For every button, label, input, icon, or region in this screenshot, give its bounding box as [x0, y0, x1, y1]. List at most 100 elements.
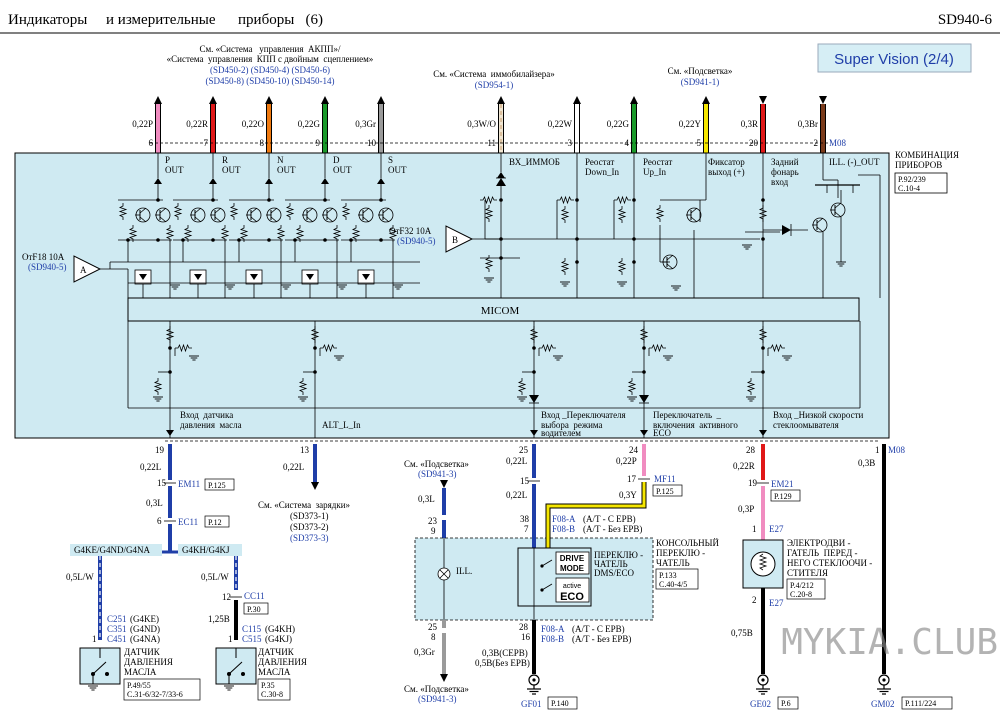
connector-cc11[interactable]: CC11: [244, 591, 265, 601]
connector-em21[interactable]: EM21: [771, 479, 794, 489]
lamp-label-2: выход (+): [708, 167, 745, 177]
ill-ref-bottom: См. «Подсветка»: [404, 684, 469, 694]
oil-pin-12: 12: [222, 592, 231, 602]
immo-ref-code[interactable]: (SD954-1): [475, 80, 514, 90]
top-wire-label: 0,22W: [548, 119, 573, 129]
mode-f08b[interactable]: F08-B: [552, 524, 575, 534]
conn-c115[interactable]: C115: [242, 624, 262, 634]
connector-m08-bottom: M08: [888, 445, 906, 455]
motor-ref-1: P.4/212: [790, 581, 814, 590]
sensor1-label-1: ДАТЧИК: [124, 647, 161, 657]
alt-ref-code-3[interactable]: (SD373-3): [290, 533, 329, 543]
cluster-label-2: ПРИБОРОВ: [895, 160, 942, 170]
eco-wire-1: 0,22P: [616, 456, 637, 466]
instrument-cluster-box: [14, 152, 890, 439]
mode-input-label-1: Вход _Переключателя: [541, 410, 626, 420]
console-ref-2: C.40-4/5: [659, 580, 687, 589]
out-n-label: N: [277, 155, 284, 165]
ill-pin-23: 23: [428, 516, 438, 526]
ground-gm02-ref: P.111/224: [905, 699, 936, 708]
junction-dot: [499, 198, 503, 202]
console-label-3: ЧАТЕЛЬ: [656, 558, 690, 568]
alt-ref-code-1[interactable]: (SD373-1): [290, 511, 329, 521]
ill-ref-bottom-code[interactable]: (SD941-3): [418, 694, 457, 704]
mode-input-label-2: выбора режима: [541, 420, 603, 430]
ill-ref-top-code[interactable]: (SD941-3): [418, 469, 457, 479]
junction-dot: [761, 198, 765, 202]
junction-dot: [632, 260, 636, 264]
sensor2-ref-2: C.30-8: [261, 690, 283, 699]
micom-block: [127, 297, 860, 322]
top-wire-arrow: [497, 96, 505, 104]
junction-dot: [575, 237, 579, 241]
top-wire-arrow: [377, 96, 385, 104]
conn-c251[interactable]: C251: [107, 614, 127, 624]
immo-in-label: ВХ_ИММОБ: [509, 157, 560, 167]
ill-out-label: ILL. (-)_OUT: [829, 157, 880, 167]
conn-c251-engine: (G4KE): [130, 614, 159, 624]
fuse-b-code[interactable]: (SD940-5): [397, 236, 436, 246]
cluster-internal-circuit: [109, 153, 881, 438]
top-wire-label: 0,3Br: [798, 119, 818, 129]
akpp-ref-codes1[interactable]: (SD450-2) (SD450-4) (SD450-6): [210, 65, 330, 75]
sensor2-label-3: МАСЛА: [258, 667, 291, 677]
sensor1-ref-1: P.49/55: [127, 681, 151, 690]
mode-input-label-3: водителем: [541, 428, 581, 438]
akpp-ref-codes2[interactable]: (SD450-8) (SD450-10) (SD450-14): [206, 76, 335, 86]
alt-ref: См. «Система зарядки»: [258, 500, 350, 510]
conn-c451-engine: (G4NA): [130, 634, 160, 644]
conn-c451[interactable]: C451: [107, 634, 127, 644]
out-s-out: OUT: [388, 165, 407, 175]
mode-f08a-2[interactable]: F08-A: [541, 624, 565, 634]
connector-e27[interactable]: E27: [769, 524, 784, 534]
alt-ref-code-2[interactable]: (SD373-2): [290, 522, 329, 532]
top-wire-label: 0,3W/O: [467, 119, 496, 129]
top-wire-arrow: [154, 96, 162, 104]
switch-label-3: DMS/ECO: [594, 568, 635, 578]
rheo-up-label-1: Реостат: [643, 157, 672, 167]
mode-pin-7: 7: [524, 524, 529, 534]
tail-label-2: фонарь: [771, 167, 799, 177]
diode-icon: [782, 225, 791, 235]
ground-gf01-ref: P.140: [551, 699, 569, 708]
top-wire-arrow: [630, 96, 638, 104]
sensor1-pin-1: 1: [92, 634, 97, 644]
conn-c515[interactable]: C515: [242, 634, 262, 644]
out-d-label: D: [333, 155, 340, 165]
sensor2-pin-1: 1: [228, 634, 233, 644]
top-wire-label: 0,3Gr: [355, 119, 376, 129]
ground-gf01: [526, 674, 542, 695]
junction-dot: [313, 346, 317, 350]
alt-wire: 0,22L: [283, 462, 304, 472]
mode-f08b-2[interactable]: F08-B: [541, 634, 564, 644]
connector-mf11[interactable]: MF11: [654, 474, 676, 484]
mode-f08a[interactable]: F08-A: [552, 514, 576, 524]
tail-label-1: Задний: [771, 157, 799, 167]
rheo-up-label-2: Up_In: [643, 167, 666, 177]
top-wire-label: 0,22G: [607, 119, 630, 129]
connector-ec11[interactable]: EC11: [178, 517, 198, 527]
console-label-2: ПЕРЕКЛЮ -: [656, 548, 705, 558]
wash-wire-2: 0,3P: [738, 504, 754, 514]
console-ref-1: P.133: [659, 571, 677, 580]
conn-c351[interactable]: C351: [107, 624, 127, 634]
connector-e27-b[interactable]: E27: [769, 598, 784, 608]
top-wire-label: 0,22O: [242, 119, 265, 129]
pin-25-mode: 25: [519, 445, 529, 455]
pin-1-gm: 1: [875, 445, 880, 455]
oil-input-label-1: Вход датчика: [180, 410, 233, 420]
top-wire-label: 0,22Y: [679, 119, 702, 129]
akpp-ref-line2: «Система управления КПП с двойным сцепле…: [167, 54, 374, 64]
junction-dot: [379, 238, 383, 242]
fuse-a-code[interactable]: (SD940-5): [28, 262, 67, 272]
junction-dot: [575, 198, 579, 202]
sensor2-label-1: ДАТЧИК: [258, 647, 295, 657]
connector-em11[interactable]: EM11: [178, 479, 200, 489]
light-ref-code[interactable]: (SD941-1): [681, 77, 720, 87]
mode-gnd-wire-1: 0,3B(CEPB): [482, 648, 528, 658]
akpp-ref-line1: См. «Система управления АКПП»/: [199, 44, 341, 54]
engine-group-b: G4KH/G4KJ: [182, 545, 230, 555]
eco-input-label-2: включения активного: [653, 420, 738, 430]
ground-ge02-ref: P.6: [781, 699, 791, 708]
